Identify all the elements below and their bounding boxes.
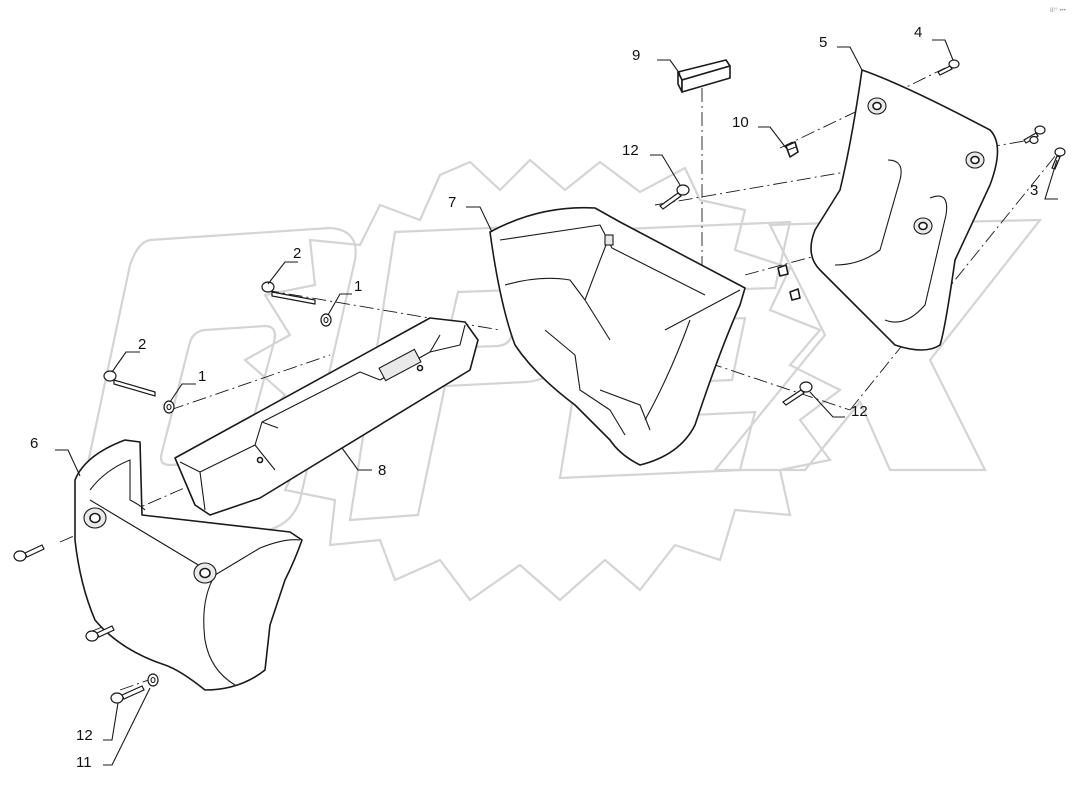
callout-9: 9 (632, 47, 640, 64)
callout-12-top: 12 (622, 142, 639, 159)
callout-12-right: 12 (851, 403, 868, 420)
callout-8: 8 (378, 462, 386, 479)
fastener-bolt-3b (1051, 147, 1066, 170)
callout-2b: 2 (138, 336, 146, 353)
callout-3: 3 (1030, 182, 1038, 199)
fastener-bolt-2b (103, 370, 156, 397)
watermark-gear (243, 158, 843, 602)
callout-7: 7 (448, 194, 456, 211)
callout-11: 11 (76, 754, 92, 771)
fastener-bolt-12-right (782, 381, 813, 406)
callout-1a: 1 (354, 278, 362, 295)
fastener-washer-1b (163, 400, 175, 414)
part-clips-pair (777, 264, 801, 301)
callout-5: 5 (819, 34, 827, 51)
callout-6: 6 (30, 435, 38, 452)
fastener-nut-6a (13, 544, 45, 562)
fastener-nut-6b (85, 625, 115, 642)
part-7-front-housing (489, 206, 746, 466)
fastener-washer-1a (320, 313, 332, 327)
part-10-clip (785, 141, 799, 158)
callout-labels: 1 1 2 2 3 4 5 6 7 8 9 10 11 12 12 12 (30, 24, 1038, 771)
fastener-bolt-2a (261, 281, 316, 305)
part-5-rear-plate (810, 69, 999, 351)
fastener-bolt-4 (937, 59, 960, 76)
fastener-bolt-12-bottom (110, 685, 145, 704)
fastener-bolt-12-top (659, 184, 690, 210)
fastener-washer-11 (147, 673, 159, 687)
fastener-bolt-housing-inner (1029, 135, 1039, 145)
part-9-key-block (677, 59, 731, 93)
corner-code: 8²° ••• (1050, 8, 1066, 14)
callout-1b: 1 (198, 368, 206, 385)
part-8-bracket-bar (174, 317, 479, 516)
callout-leaders (55, 39, 1058, 766)
callout-4: 4 (914, 24, 922, 41)
callout-12-bottom: 12 (76, 727, 93, 744)
part-6-side-cover (74, 439, 303, 691)
callout-10: 10 (732, 114, 749, 131)
callout-2a: 2 (293, 245, 301, 262)
